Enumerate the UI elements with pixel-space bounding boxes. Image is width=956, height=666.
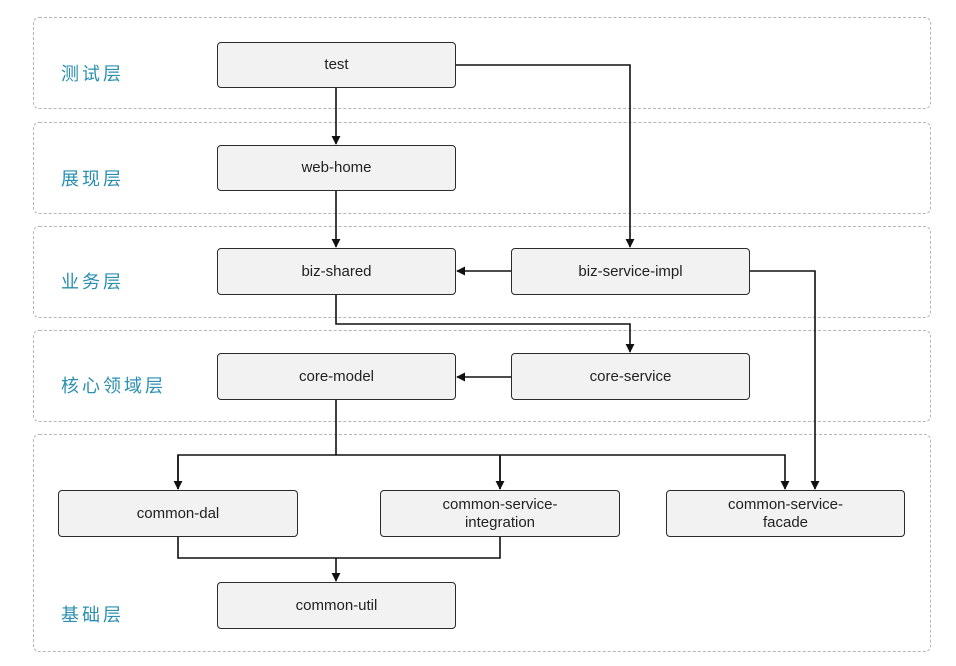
layer-presentation [33,122,931,214]
node-common-util: common-util [217,582,456,629]
layer-label-core-domain: 核心领域层 [61,376,166,397]
arrow-core-model-bus [177,400,785,489]
layer-label-business: 业务层 [61,272,124,293]
layer-foundation [33,434,931,652]
node-core-service: core-service [511,353,750,400]
layer-core-domain [33,330,931,422]
node-common-service-facade: common-service- facade [666,490,905,537]
arrow-to-common-util [177,536,501,581]
arrow-test-to-biz-service-impl [456,64,635,248]
node-test: test [217,42,456,88]
node-core-model: core-model [217,353,456,400]
layer-label-foundation: 基础层 [61,605,124,626]
arrow-biz-service-impl-to-facade [749,270,820,490]
node-biz-shared: biz-shared [217,248,456,295]
layer-business [33,226,931,318]
node-web-home: web-home [217,145,456,191]
arrow-biz-shared-to-core-service [335,295,635,353]
layer-label-test: 测试层 [61,64,124,85]
node-common-dal: common-dal [58,490,298,537]
node-common-service-integration: common-service- integration [380,490,620,537]
layer-test [33,17,931,109]
node-biz-service-impl: biz-service-impl [511,248,750,295]
layer-label-presentation: 展现层 [61,169,124,190]
